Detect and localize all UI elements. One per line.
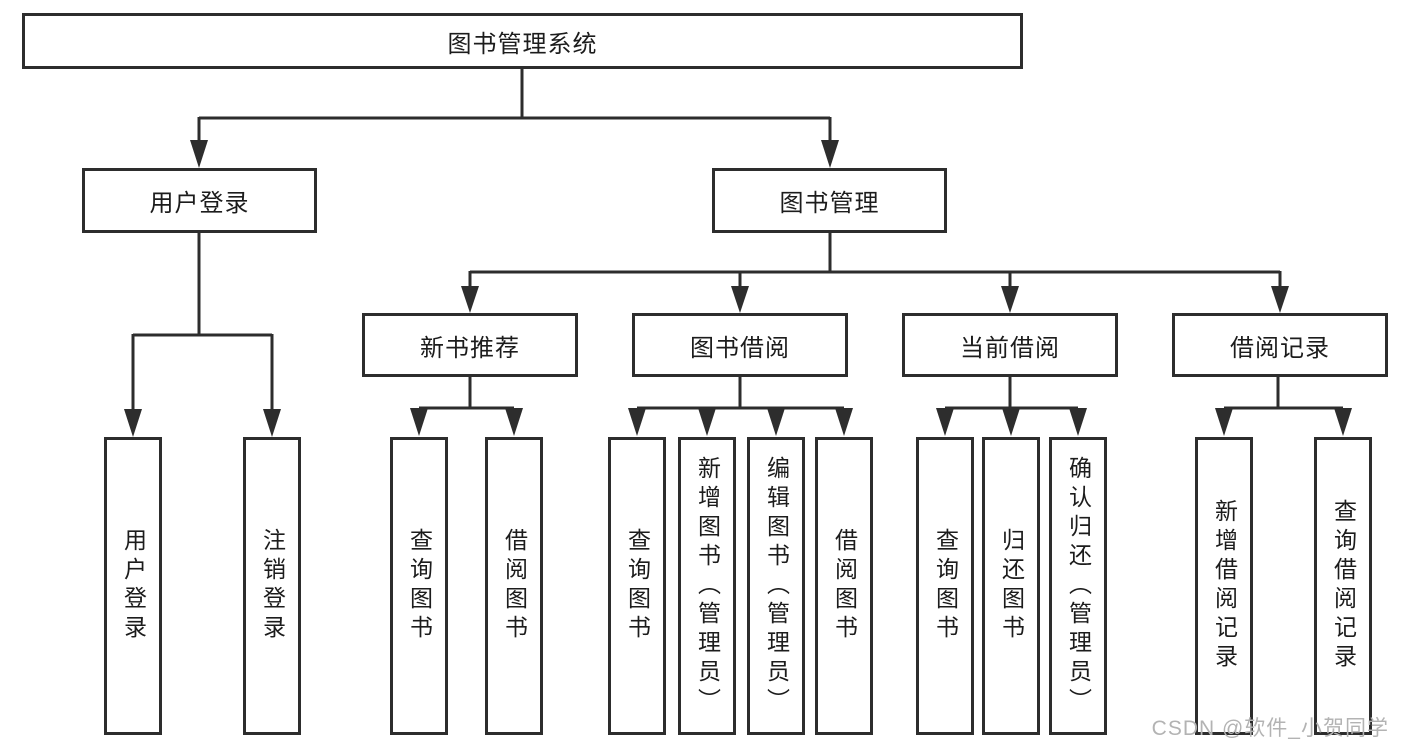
leaf-return-books: 归还图书 [982,437,1040,735]
leaf-query-borrow-record-label: 查询借阅记录 [1330,499,1357,673]
leaf-add-borrow-record-label: 新增借阅记录 [1211,499,1238,673]
leaf-return-books-label: 归还图书 [998,528,1025,644]
leaf-borrow-books-recommend: 借阅图书 [485,437,543,735]
node-borrow-records: 借阅记录 [1172,313,1388,377]
node-user-login: 用户登录 [82,168,317,233]
leaf-add-borrow-record: 新增借阅记录 [1195,437,1253,735]
node-current-borrow-label: 当前借阅 [960,334,1060,362]
leaf-query-books-recommend: 查询图书 [390,437,448,735]
leaf-borrow-books-label: 借阅图书 [831,528,858,644]
node-new-book-recommend: 新书推荐 [362,313,578,377]
node-user-login-label: 用户登录 [149,190,250,217]
leaf-edit-book-admin: 编辑图书（管理员） [747,437,805,735]
leaf-query-books-recommend-label: 查询图书 [406,528,433,644]
leaf-query-books-borrow-label: 查询图书 [624,528,651,644]
leaf-confirm-return-admin: 确认归还（管理员） [1049,437,1107,735]
leaf-borrow-books-recommend-label: 借阅图书 [501,528,528,644]
leaf-query-books-current: 查询图书 [916,437,974,735]
leaf-add-book-admin-label: 新增图书（管理员） [694,455,721,717]
csdn-watermark: CSDN @软件_小贺同学 [1151,717,1389,740]
leaf-user-login-label: 用户登录 [120,528,147,644]
node-root: 图书管理系统 [22,13,1023,69]
leaf-query-books-borrow: 查询图书 [608,437,666,735]
node-book-management-label: 图书管理 [779,190,880,217]
leaf-confirm-return-admin-label: 确认归还（管理员） [1065,455,1092,717]
node-borrow-records-label: 借阅记录 [1230,334,1330,362]
node-book-borrow-label: 图书借阅 [690,334,790,362]
node-new-book-recommend-label: 新书推荐 [420,334,520,362]
node-book-management: 图书管理 [712,168,947,233]
node-root-label: 图书管理系统 [447,30,598,58]
leaf-query-borrow-record: 查询借阅记录 [1314,437,1372,735]
node-book-borrow: 图书借阅 [632,313,848,377]
leaf-logout-label: 注销登录 [259,528,286,644]
arrowhead-icons [124,140,1352,437]
leaf-edit-book-admin-label: 编辑图书（管理员） [763,455,790,717]
leaf-borrow-books: 借阅图书 [815,437,873,735]
leaf-logout: 注销登录 [243,437,301,735]
leaf-query-books-current-label: 查询图书 [932,528,959,644]
leaf-add-book-admin: 新增图书（管理员） [678,437,736,735]
node-current-borrow: 当前借阅 [902,313,1118,377]
leaf-user-login: 用户登录 [104,437,162,735]
